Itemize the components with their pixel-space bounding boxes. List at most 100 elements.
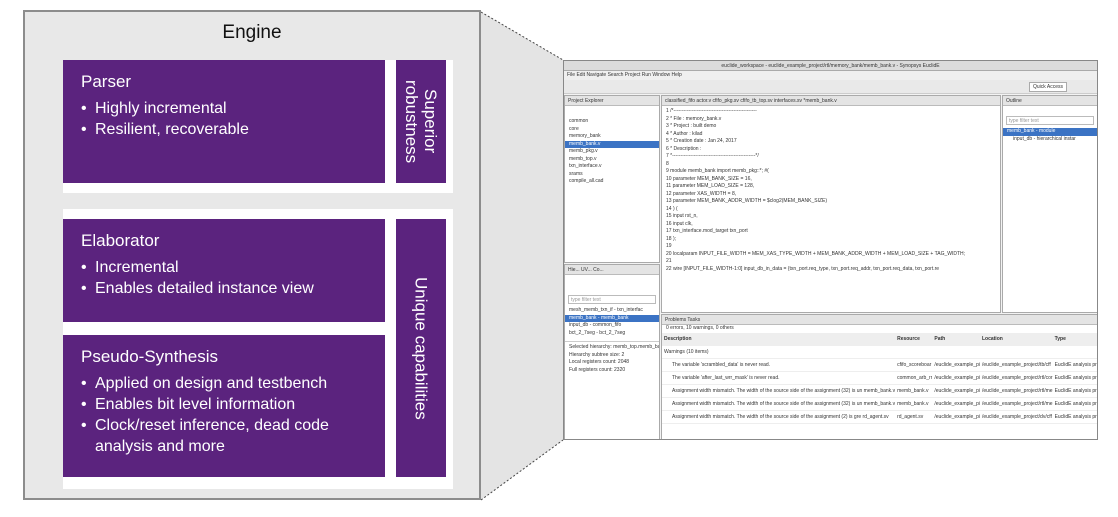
explorer-item[interactable]: srams <box>569 170 583 177</box>
explorer-item[interactable]: txn_interface.v <box>569 163 602 169</box>
code-line[interactable]: 5 * Creation date : Jan 24, 2017 <box>666 138 737 144</box>
hierarchy-info: Selected hierarchy: memb_top.memb_bank <box>569 344 659 350</box>
problem-cell: The variable 'after_last_wrr_mask' is ne… <box>662 371 896 385</box>
code-line[interactable]: 3 * Project : built demo <box>666 123 717 129</box>
code-line[interactable]: 7 *-------------------------------------… <box>666 153 759 159</box>
hierarchy-item[interactable]: memb_bank - memb_bank <box>565 314 659 322</box>
problem-row[interactable]: Assignment width mismatch. The width of … <box>662 410 1097 424</box>
code-line[interactable]: 22 wire [INPUT_FILE_WIDTH-1:0] input_db_… <box>666 265 940 272</box>
problems-title[interactable]: Problems Tasks <box>662 315 1097 325</box>
parser-bullet: Resilient, recoverable <box>81 119 367 140</box>
problem-cell: /euclide_example_project/rtl/cor <box>979 371 1053 385</box>
parser-title: Parser <box>81 72 132 91</box>
code-line[interactable]: 1 /*------------------------------------… <box>666 108 757 114</box>
problem-row[interactable]: The variable 'after_last_wrr_mask' is ne… <box>662 371 1097 385</box>
column-header[interactable]: Description <box>662 332 896 346</box>
problem-cell: EuclidE analysis proble <box>1052 410 1097 424</box>
problem-cell: /euclide_example_project/rtl/me <box>979 397 1053 411</box>
problem-cell: common_arb_rr <box>895 371 933 385</box>
code-line[interactable]: 10 parameter MEM_BANK_SIZE = 16, <box>666 175 752 182</box>
elaborator-box: Elaborator Incremental Enables detailed … <box>63 219 385 322</box>
problems-table: Description Resource Path Location Type … <box>662 332 1097 424</box>
ide-menu-bar[interactable]: File Edit Navigate Search Project Run Wi… <box>564 71 1097 80</box>
problem-row[interactable]: The variable 'scrambled_data' is never r… <box>662 358 1097 372</box>
problem-cell: memb_bank.v <box>895 384 933 398</box>
explorer-item[interactable]: core <box>569 125 579 132</box>
pseudo-bullet: Enables bit level information <box>81 394 367 415</box>
code-line[interactable]: 16 input clk, <box>666 220 693 227</box>
explorer-item[interactable]: memb_top.v <box>569 155 597 162</box>
capabilities-group: Elaborator Incremental Enables detailed … <box>63 209 453 489</box>
code-line[interactable]: 12 parameter XAS_WIDTH = 8, <box>666 190 737 197</box>
pseudo-synthesis-box: Pseudo-Synthesis Applied on design and t… <box>63 335 385 477</box>
explorer-item[interactable]: compile_all.cad <box>569 178 604 184</box>
column-header[interactable]: Location <box>979 332 1053 346</box>
outline-item[interactable]: memb_bank - module <box>1003 128 1097 136</box>
hierarchy-info: Hierarchy subtree size: 2 <box>569 351 625 358</box>
outline-filter[interactable]: type filter text <box>1006 116 1094 125</box>
problem-row[interactable]: Assignment width mismatch. The width of … <box>662 384 1097 398</box>
explorer-item[interactable]: memb_pkg.v <box>569 148 598 154</box>
editor-tabs[interactable]: classified_fifo actor.v cfifo_pkg.sv cfi… <box>662 96 1000 106</box>
problem-cell: EuclidE analysis proble <box>1052 358 1097 372</box>
hierarchy-info: Local registers count: 2048 <box>569 359 630 365</box>
problem-row[interactable]: Assignment width mismatch. The width of … <box>662 397 1097 411</box>
column-header[interactable]: Type <box>1052 332 1097 346</box>
outline-title[interactable]: Outline <box>1003 96 1097 106</box>
problem-cell: EuclidE analysis proble <box>1052 384 1097 398</box>
problem-cell: EuclidE analysis proble <box>1052 397 1097 411</box>
capabilities-label: Unique capabilities <box>411 276 431 420</box>
code-line[interactable]: 13 parameter MEM_BANK_ADDR_WIDTH = $clog… <box>666 198 828 204</box>
column-header[interactable]: Resource <box>895 332 933 346</box>
ide-window-title: euclide_workspace - euclide_example_proj… <box>564 61 1097 71</box>
outline-pane: Outline type filter text memb_bank - mod… <box>1002 95 1097 313</box>
code-line[interactable]: 15 input rst_n, <box>666 213 698 219</box>
warnings-group[interactable]: Warnings (10 items) <box>662 345 1097 359</box>
hierarchy-item[interactable]: mesh_memb_txn_if - txn_interfac <box>569 307 643 313</box>
explorer-item[interactable]: memory_bank <box>569 133 601 139</box>
parser-box: Parser Highly incremental Resilient, rec… <box>63 60 385 183</box>
elaborator-bullet: Enables detailed instance view <box>81 278 367 299</box>
problem-cell: memb_bank.v <box>895 397 933 411</box>
column-header[interactable]: Path <box>932 332 980 346</box>
outline-item[interactable]: input_db - hierarchical instar <box>1013 135 1076 142</box>
problem-cell: Assignment width mismatch. The width of … <box>662 384 896 398</box>
pseudo-synthesis-title: Pseudo-Synthesis <box>81 347 219 366</box>
problem-cell: /euclide_example_pi <box>932 371 980 385</box>
problem-cell: /euclide_example_project/tb/cff <box>979 358 1053 372</box>
code-line[interactable]: 2 * File : memory_bank.v <box>666 115 722 122</box>
code-line[interactable]: 8 <box>666 160 669 167</box>
project-explorer-title[interactable]: Project Explorer <box>565 96 659 106</box>
hierarchy-title[interactable]: Hie... UV... Co... <box>565 265 659 275</box>
elaborator-title: Elaborator <box>81 231 160 250</box>
hierarchy-item[interactable]: bct_2_7seg - bct_2_7seg <box>569 329 626 336</box>
elaborator-bullet: Incremental <box>81 257 367 278</box>
editor-pane: classified_fifo actor.v cfifo_pkg.sv cfi… <box>661 95 1001 313</box>
code-line[interactable]: 17 txn_interface.mod_target txn_port <box>666 228 748 234</box>
code-line[interactable]: 14 ) ( <box>666 205 678 212</box>
hierarchy-pane: Hie... UV... Co... type filter text mesh… <box>564 264 660 439</box>
code-line[interactable]: 19 <box>666 243 672 249</box>
problem-cell: /euclide_example_project/dv/cff <box>979 410 1053 424</box>
code-line[interactable]: 4 * Author : kilad <box>666 130 703 137</box>
parser-group: Parser Highly incremental Resilient, rec… <box>63 60 453 193</box>
explorer-item[interactable]: memb_bank.v <box>565 140 659 148</box>
hierarchy-item[interactable]: input_db - common_fifo <box>569 322 622 328</box>
hierarchy-filter[interactable]: type filter text <box>568 295 656 304</box>
code-line[interactable]: 11 parameter MEM_LOAD_SIZE = 128, <box>666 183 755 189</box>
code-line[interactable]: 9 module memb_bank import memb_pkg::*; #… <box>666 168 769 174</box>
code-line[interactable]: 20 localparam INPUT_FILE_WIDTH = MEM_XAS… <box>666 250 966 257</box>
engine-container: Engine Parser Highly incremental Resilie… <box>23 10 481 500</box>
problem-cell: /euclide_example_pi <box>932 384 980 398</box>
quick-access-input[interactable]: Quick Access <box>1029 82 1067 92</box>
code-line[interactable]: 6 * Description : <box>666 145 702 152</box>
problem-cell: /euclide_example_pi <box>932 358 980 372</box>
code-line[interactable]: 18 ); <box>666 235 677 242</box>
code-line[interactable]: 21 <box>666 258 672 264</box>
parser-bullet: Highly incremental <box>81 98 367 119</box>
explorer-item[interactable]: common <box>569 118 589 124</box>
problem-cell: /euclide_example_project/rtl/me <box>979 384 1053 398</box>
capabilities-box: Unique capabilities <box>396 219 446 477</box>
